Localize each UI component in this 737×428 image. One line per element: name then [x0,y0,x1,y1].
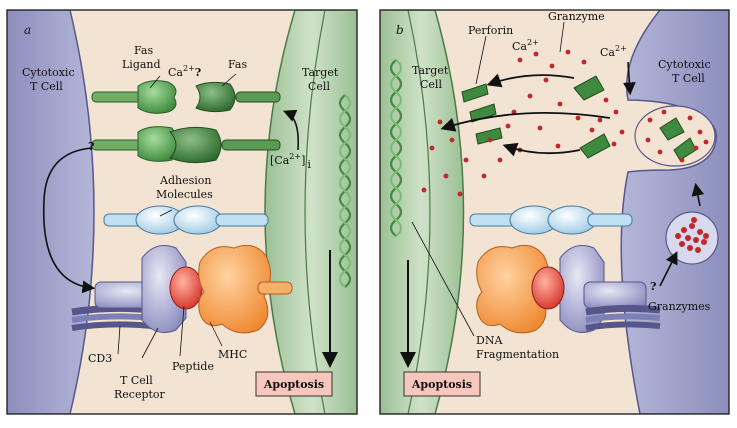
mhc-molecule-b [476,244,549,334]
granzyme-label: Granzyme [548,10,605,23]
peptide-b [531,266,565,310]
ca-right-label: Ca2+ [600,44,627,59]
peptide [169,266,203,310]
target-label-a-2: Cell [308,80,330,93]
panel-a-letter: a [24,23,31,37]
dna-helix [338,94,352,288]
panel-a [7,10,357,414]
peptide-label: Peptide [172,360,214,373]
mhc-molecule [198,244,293,334]
cytotoxic-label-a-2: T Cell [30,80,63,93]
tcr-label-1: T Cell [120,374,153,387]
cd3-label: CD3 [88,352,112,365]
tcr-complex [71,245,187,333]
apoptosis-label-b: Apoptosis [411,378,472,391]
ca-question-label: Ca2+? [168,64,201,79]
target-label-b-1: Target [412,64,449,77]
tcr-complex-b [559,245,661,333]
fas-receptor-molecule [195,81,281,113]
granzymes-label: Granzymes [648,300,711,313]
adhesion-molecules [103,205,269,235]
adhesion-molecules-b [469,205,633,235]
ca-left-label: Ca2+ [512,38,539,53]
fas-ligand-label-2: Ligand [122,58,161,71]
dna-label-1: DNA [476,334,503,347]
cytotoxic-label-b-2: T Cell [672,72,705,85]
perforin-pores [461,75,697,161]
fas-fasl-complex [91,126,281,164]
dna-label-2: Fragmentation [476,348,559,361]
granzyme-dots [421,49,709,197]
mhc-label: MHC [218,348,247,361]
question-mark-left: ? [88,140,94,153]
granzymes-cluster [675,217,709,253]
target-label-b-2: Cell [420,78,442,91]
fas-label: Fas [228,58,247,71]
ca-concentration-label: [Ca2+]i [270,152,311,171]
question-mark-b: ? [650,280,656,293]
apoptosis-box-a [255,371,333,397]
cytotoxic-label-a-1: Cytotoxic [22,66,75,79]
apoptosis-label-a: Apoptosis [263,378,324,391]
fas-ligand-label-1: Fas [134,44,153,57]
granule-vesicle [665,211,719,265]
fas-ligand-molecule [91,80,177,114]
adhesion-label-2: Molecules [156,188,213,201]
target-label-a-1: Target [302,66,339,79]
apoptosis-box-b [403,371,481,397]
adhesion-label-1: Adhesion [159,174,211,187]
perforin-label: Perforin [468,24,513,37]
cytotoxic-label-b-1: Cytotoxic [658,58,711,71]
panel-b [380,10,729,414]
panel-b-letter: b [396,23,404,37]
tcr-label-2: Receptor [114,388,166,401]
cytotoxic-t-cell-membrane-b [620,10,729,414]
dna-helix-b [389,59,403,237]
